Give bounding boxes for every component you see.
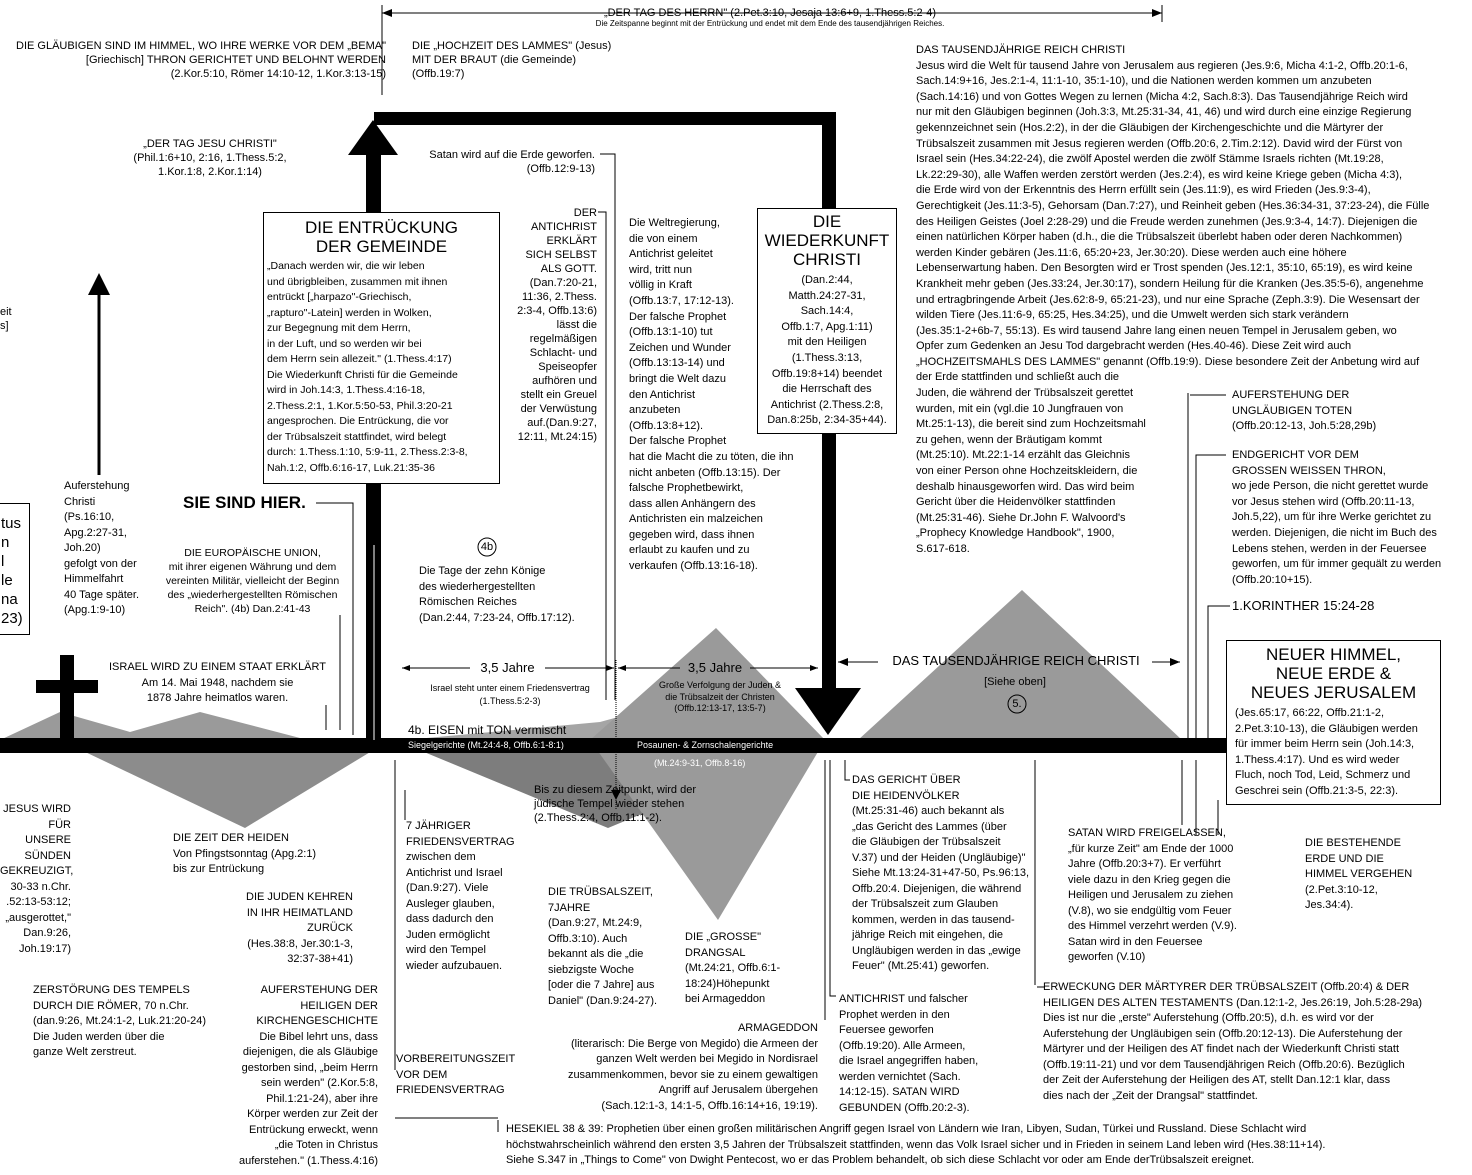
antichrist-lake-text: ANTICHRIST und falscher Prophet werden i…: [839, 993, 979, 1114]
rapture-box: DIE ENTRÜCKUNG DER GEMEINDE „Danach werd…: [263, 212, 500, 484]
ten-kings-text: Die Tage der zehn Könige des wiederherge…: [419, 565, 575, 624]
rapture-arrow: [348, 120, 398, 155]
jews-return-text: DIE JUDEN KEHREN IN IHR HEIMATLAND ZURÜC…: [246, 891, 353, 965]
satan-earth-text: Satan wird auf die Erde geworfen. (Offb.…: [429, 149, 595, 175]
nations-judgment-text: DAS GERICHT ÜBER DIE HEIDENVÖLKER (Mt.25…: [852, 774, 1030, 972]
seal-judgments-label: Siegelgerichte (Mt.24:4-8, Offb.6:1-8:1): [408, 740, 564, 750]
resurrection-church-text: AUFERSTEHUNG DER HEILIGEN DER KIRCHENGES…: [238, 984, 378, 1167]
second-coming-box: DIE WIEDERKUNFT CHRISTI (Dan.2:44, Matth…: [757, 208, 897, 434]
left-cut-text: eit s]: [0, 306, 12, 332]
bema-text: DIE GLÄUBIGEN SIND IM HIMMEL, WO IHRE WE…: [16, 40, 386, 80]
trumpet-judgments-ref: (Mt.24:9-31, Offb.8-16): [654, 758, 746, 768]
final-judgment-text: ENDGERICHT VOR DEM GROSSEN WEISSEN THRON…: [1232, 449, 1442, 586]
martyrs-resurrection-text: ERWECKUNG DER MÄRTYRER DER TRÜBSALSZEIT …: [1043, 981, 1423, 1102]
new-heaven-body: (Jes.65:17, 66:22, Offb.21:1-2, 2.Pet.3:…: [1235, 707, 1418, 797]
iron-clay-label: 4b. EISEN mit TON vermischt: [408, 723, 567, 737]
second-coming-arrow: [795, 688, 861, 735]
ezekiel-text: HESEKIEL 38 & 39: Prophetien über einen …: [506, 1123, 1326, 1166]
peace-treaty-text: 7 JÄHRIGER FRIEDENSVERTRAG zwischen dem …: [406, 820, 515, 972]
world-government-text: Die Weltregierung, die von einem Antichr…: [629, 217, 794, 573]
preparation-text: VORBEREITUNGSZEIT VOR DEM FRIEDENSVERTRA…: [396, 1053, 516, 1096]
temple-destruction-text: ZERSTÖRUNG DES TEMPELS DURCH DIE RÖMER, …: [33, 984, 207, 1058]
timeline-bar: [0, 738, 1232, 753]
valley-left: [60, 740, 390, 828]
crucifixion-text: JESUS WIRD FÜR UNSERE SÜNDEN GEKREUZIGT,…: [0, 803, 74, 955]
antichrist-text: DER ANTICHRIST ERKLÄRT SICH SELBST ALS G…: [517, 207, 597, 443]
left-cut-box: tus n l le na 23): [0, 503, 30, 635]
new-heaven-box: NEUER HIMMEL, NEUE ERDE & NEUES JERUSALE…: [1226, 640, 1441, 805]
years-2-sub: Große Verfolgung der Juden & die Trübsal…: [658, 680, 782, 713]
earth-passes-text: DIE BESTEHENDE ERDE UND DIE HIMMEL VERGE…: [1305, 837, 1413, 911]
eu-text: DIE EUROPÄISCHE UNION, mit ihrer eigenen…: [165, 547, 340, 615]
rapture-body: „Danach werden wir, die wir leben und üb…: [267, 260, 468, 474]
left-cut-box-text: tus n l le na 23): [1, 515, 23, 627]
tribulation-text: DIE TRÜBSALSZEIT, 7JAHRE (Dan.9:27, Mt.2…: [548, 886, 658, 1007]
millennium-text: DAS TAUSENDJÄHRIGE REICH CHRISTI Jesus w…: [916, 44, 1430, 555]
times-gentiles-text: DIE ZEIT DER HEIDEN Von Pfingstsonntag (…: [173, 832, 317, 875]
millennium-banner: DAS TAUSENDJÄHRIGE REICH CHRISTI: [892, 653, 1140, 668]
armageddon-text: ARMAGEDDON (literarisch: Die Berge von M…: [567, 1022, 818, 1112]
day-of-lord-sublabel: Die Zeitspanne beginnt mit der Entrückun…: [595, 19, 945, 28]
satan-released-text: SATAN WIRD FREIGELASSEN, „für kurze Zeit…: [1068, 827, 1237, 963]
years-1-sub: Israel steht unter einem Friedensvertrag…: [430, 683, 590, 706]
israel-state-text: ISRAEL WIRD ZU EINEM STAAT ERKLÄRT Am 14…: [109, 661, 326, 704]
great-tribulation-text: DIE „GROSSE" DRANGSAL (Mt.24:21, Offb.6:…: [685, 931, 781, 1005]
trumpet-judgments-label: Posaunen- & Zornschalengerichte: [637, 740, 774, 750]
rapture-title: DIE ENTRÜCKUNG DER GEMEINDE: [304, 218, 458, 256]
resurrection-christ-text: Auferstehung Christi (Ps.16:10, Apg.2:27…: [64, 480, 140, 616]
tag-jesu-text: „DER TAG JESU CHRISTI" (Phil.1:6+10, 2:1…: [133, 138, 287, 178]
hochzeit-text: DIE „HOCHZEIT DES LAMMES" (Jesus) MIT DE…: [412, 40, 612, 80]
day-of-lord-label: „DER TAG DES HERRN" (2.Pet.3:10, Jesaja …: [603, 7, 937, 19]
hill-left: [0, 712, 330, 740]
corinthians-text: 1.KORINTHER 15:24-28: [1232, 598, 1375, 613]
millennium-banner-sub: [Siehe oben]: [984, 676, 1046, 688]
years-1: 3,5 Jahre: [480, 660, 535, 675]
mountain-great-tribulation: [590, 628, 825, 920]
new-heaven-title: NEUER HIMMEL, NEUE ERDE & NEUES JERUSALE…: [1250, 645, 1417, 702]
label-4b: 4b: [480, 541, 494, 553]
temple-text: Bis zu diesem Zeitpunkt, wird der jüdisc…: [534, 784, 697, 824]
second-coming-title: DIE WIEDERKUNFT CHRISTI: [764, 212, 890, 269]
second-coming-body: (Dan.2:44, Matth.24:27-31, Sach.14:4, Of…: [767, 274, 887, 427]
you-are-here: SIE SIND HIER.: [183, 493, 306, 512]
mountain-millennium: [858, 590, 1182, 740]
label-5: 5.: [1012, 698, 1022, 710]
years-2: 3,5 Jahre: [687, 660, 743, 675]
resurrection-unbelievers-text: AUFERSTEHUNG DER UNGLÄUBIGEN TOTEN (Offb…: [1232, 389, 1377, 432]
cross-icon: [60, 655, 74, 740]
